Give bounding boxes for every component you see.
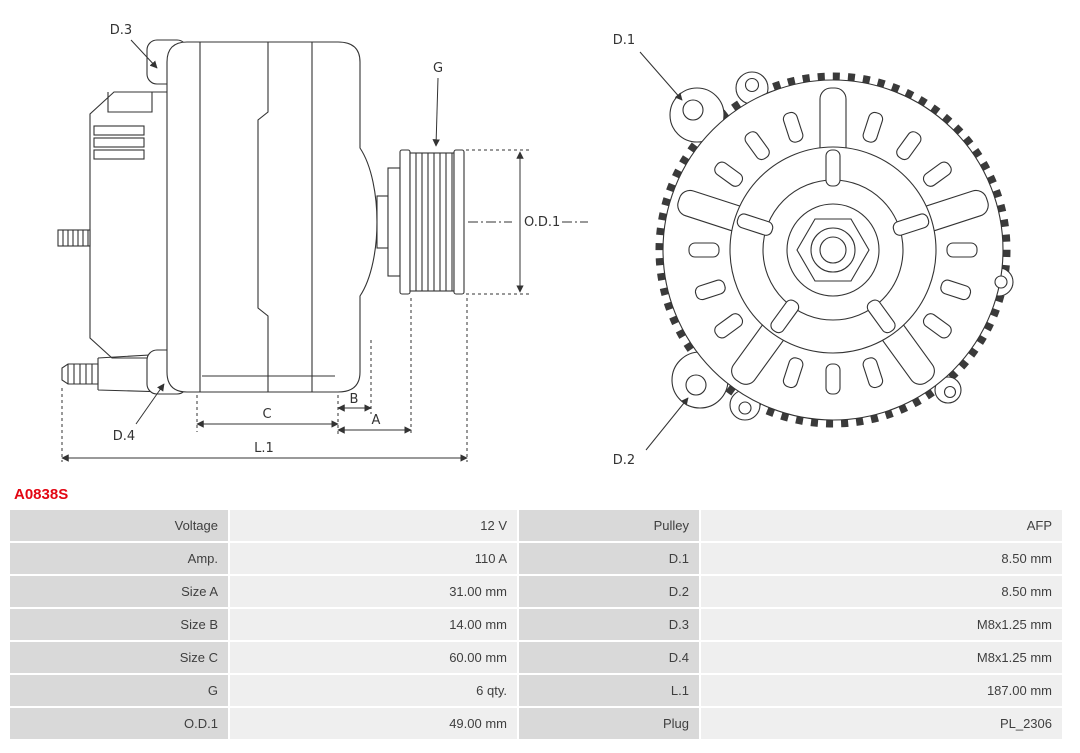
technical-drawing: D.3 G O.D.1 D.4 C B A L.1 [57, 23, 1014, 468]
spec-value: 31.00 mm [230, 576, 517, 607]
spec-value: 6 qty. [230, 675, 517, 706]
label-a: A [372, 413, 381, 428]
spec-label: Pulley [519, 510, 699, 541]
d3-leader-arrow [130, 39, 158, 69]
spec-label: Voltage [10, 510, 228, 541]
d2-hole [685, 374, 707, 396]
spec-value: M8x1.25 mm [701, 609, 1062, 640]
spec-value: 14.00 mm [230, 609, 517, 640]
front-view [655, 71, 1014, 428]
label-d1: D.1 [613, 33, 635, 48]
g-leader-arrow [432, 77, 440, 147]
d1-leader-arrow [639, 51, 683, 101]
front-view-leaders [639, 51, 689, 451]
d2-leader-arrow [645, 397, 689, 451]
label-b: B [350, 392, 359, 407]
label-g: G [433, 61, 443, 76]
d4-leader-arrow [135, 383, 165, 425]
spec-table: Voltage 12 V Pulley AFP Amp. 110 A D.1 8… [10, 510, 1062, 739]
label-l1: L.1 [254, 441, 274, 456]
spec-label: D.4 [519, 642, 699, 673]
label-d2: D.2 [613, 453, 635, 468]
spec-value: 8.50 mm [701, 576, 1062, 607]
spec-label: Amp. [10, 543, 228, 574]
label-c: C [262, 407, 271, 422]
diagram-area: D.3 G O.D.1 D.4 C B A L.1 [57, 23, 1014, 468]
side-view-dimensions [61, 39, 588, 462]
d1-hole [682, 99, 704, 121]
spec-label: Size B [10, 609, 228, 640]
spec-value: 8.50 mm [701, 543, 1062, 574]
spec-label: L.1 [519, 675, 699, 706]
spec-label: Size C [10, 642, 228, 673]
part-number: A0838S [14, 486, 69, 503]
spec-value: 60.00 mm [230, 642, 517, 673]
spec-label: Plug [519, 708, 699, 739]
spec-label: D.1 [519, 543, 699, 574]
spec-value: 12 V [230, 510, 517, 541]
spec-value: 110 A [230, 543, 517, 574]
label-od1: O.D.1 [524, 215, 560, 230]
spec-value: M8x1.25 mm [701, 642, 1062, 673]
label-d4: D.4 [113, 429, 135, 444]
spec-label: O.D.1 [10, 708, 228, 739]
spec-value: 49.00 mm [230, 708, 517, 739]
spec-label: Size A [10, 576, 228, 607]
spec-value: PL_2306 [701, 708, 1062, 739]
spec-label: D.3 [519, 609, 699, 640]
label-d3: D.3 [110, 23, 132, 38]
spec-value: AFP [701, 510, 1062, 541]
spec-label: D.2 [519, 576, 699, 607]
side-view [57, 39, 465, 395]
stator-fins [655, 72, 1011, 428]
spec-value: 187.00 mm [701, 675, 1062, 706]
spec-label: G [10, 675, 228, 706]
